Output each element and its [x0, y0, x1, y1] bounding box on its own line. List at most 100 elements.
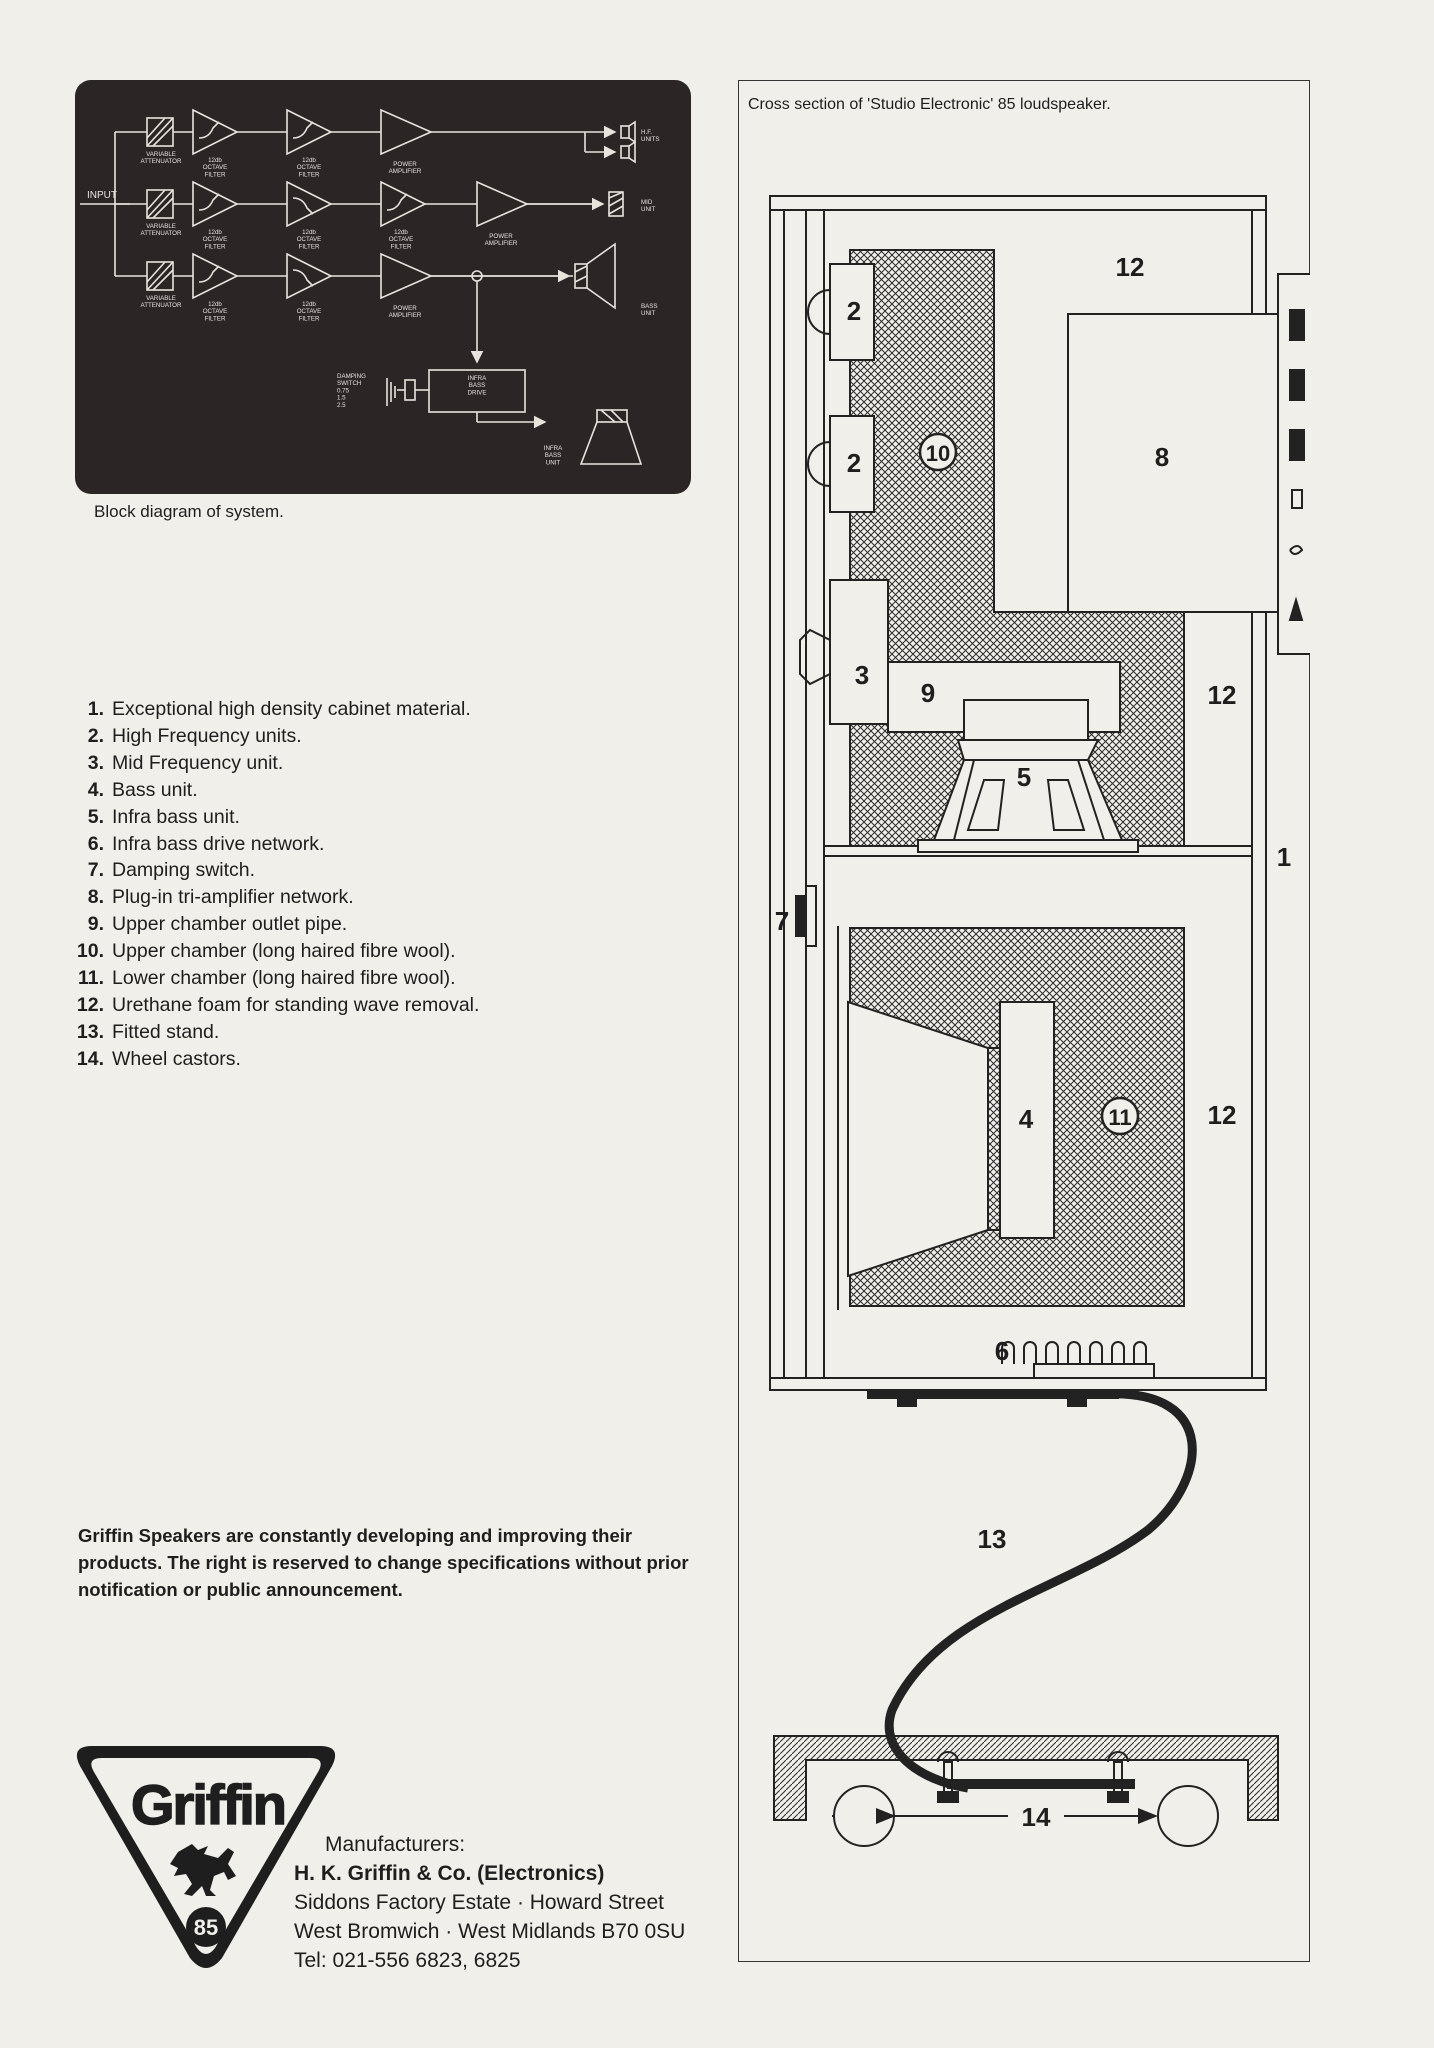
legend-item-text: Damping switch. [112, 859, 256, 882]
hf-unit-bottom [807, 415, 875, 513]
legend-item-number: 2. [87, 724, 104, 747]
manufacturer-heading: Manufacturers: [325, 1833, 466, 1856]
callout-7: 7 [775, 906, 789, 936]
hf-unit-top [807, 263, 875, 361]
cross-section-drawing: 1 2 2 3 4 5 6 7 8 9 10 11 12 12 12 13 14 [738, 80, 1317, 1962]
griffin-logo-emblem: Griffin 85 [76, 1746, 336, 1968]
legend-item-text: Bass unit. [112, 778, 198, 801]
legend-item: 10.Upper chamber (long haired fibre wool… [68, 938, 479, 965]
cross-section-frame [738, 80, 1310, 1962]
callout-3: 3 [855, 660, 869, 690]
damping-switch [795, 885, 817, 947]
callout-10: 10 [926, 441, 950, 466]
callout-12b: 12 [1208, 680, 1237, 710]
octave-filter-2a [192, 180, 239, 228]
infra-bass-drive-network [1001, 1341, 1155, 1379]
legend-item-text: Upper chamber outlet pipe. [112, 913, 348, 936]
legend-item-text: Plug-in tri-amplifier network. [112, 886, 354, 909]
legend-item: 6.Infra bass drive network. [68, 831, 479, 858]
legend-item-number: 14. [76, 1047, 104, 1070]
manufacturer-company: H. K. Griffin & Co. (Electronics) [294, 1862, 605, 1885]
hf-unit-icons [620, 120, 636, 164]
manufacturer-address-line1: Siddons Factory Estate · Howard Street [294, 1891, 664, 1914]
legend-item-number: 3. [87, 751, 104, 774]
octave-filter-3a [192, 252, 239, 300]
legend-item-text: Upper chamber (long haired fibre wool). [112, 940, 456, 963]
legend-item: 11.Lower chamber (long haired fibre wool… [68, 965, 479, 992]
legend-item: 8. Plug-in tri-amplifier network. [68, 884, 479, 911]
octave-filter-3b [286, 252, 333, 300]
legend-item: 2. High Frequency units. [68, 723, 479, 750]
castor-wheel-right [1157, 1785, 1219, 1847]
castor-base [773, 1735, 1279, 1847]
logo-brand-text: Griffin [131, 1773, 285, 1836]
legend-item: 13.Fitted stand. [68, 1019, 479, 1046]
power-amplifier-1 [380, 108, 433, 156]
specification-notice: Griffin Speakers are constantly developi… [78, 1525, 689, 1600]
callout-2a: 2 [847, 296, 861, 326]
legend-item-text: Lower chamber (long haired fibre wool). [112, 967, 456, 990]
amplifier-control-panel [1277, 273, 1317, 655]
legend-item-number: 6. [87, 832, 104, 855]
bass-unit [837, 926, 1055, 1310]
infra-bass-unit [917, 699, 1139, 853]
callout-9: 9 [921, 678, 935, 708]
callout-8: 8 [1155, 442, 1169, 472]
callout-1: 1 [1277, 842, 1291, 872]
variable-attenuator-3 [146, 261, 174, 291]
legend-item-number: 4. [87, 778, 104, 801]
manufacturer-telephone: Tel: 021-556 6823, 6825 [294, 1949, 521, 1972]
hf-units-label: H.F.UNITS [641, 129, 660, 143]
cross-section-caption: Cross section of 'Studio Electronic' 85 … [748, 96, 1111, 113]
legend-item-number: 1. [87, 698, 104, 720]
component-legend: 1. Exceptional high density cabinet mater… [68, 696, 480, 1073]
legend-item-text: Mid Frequency unit. [112, 751, 284, 774]
callout-11: 11 [1108, 1105, 1131, 1130]
callout-2b: 2 [847, 448, 861, 478]
legend-item: 9.Upper chamber outlet pipe. [68, 911, 479, 938]
manufacturer-address-line2: West Bromwich · West Midlands B70 0SU [294, 1920, 686, 1943]
callout-12a: 12 [1116, 252, 1145, 282]
octave-filter-2c [380, 180, 427, 228]
legend-item-number: 8. [87, 886, 104, 909]
dragon-emblem [170, 1844, 236, 1896]
legend-item: 7. Damping switch. [68, 857, 479, 884]
variable-attenuator-1 [146, 117, 174, 147]
input-label: INPUT [87, 190, 117, 201]
callout-5: 5 [1017, 762, 1031, 792]
callout-12c: 12 [1208, 1100, 1237, 1130]
block-diagram-caption: Block diagram of system. [94, 502, 284, 521]
power-amplifier-2 [476, 180, 529, 228]
legend-item-text: Exceptional high density cabinet materia… [112, 698, 471, 720]
legend-item-number: 5. [87, 805, 104, 828]
legend-item-number: 7. [87, 859, 104, 882]
variable-attenuator-2 [146, 189, 174, 219]
legend-item: 5.Infra bass unit. [68, 804, 479, 831]
power-amplifier-3 [380, 252, 433, 300]
castor-wheel-left [833, 1785, 895, 1847]
damping-switch-icon [386, 378, 429, 406]
octave-filter-1a [192, 108, 239, 156]
legend-item-text: Fitted stand. [112, 1020, 220, 1043]
legend-item-text: High Frequency units. [112, 724, 302, 747]
manufacturer-address: Manufacturers: H. K. Griffin & Co. (Elec… [294, 1830, 685, 1975]
infra-bass-unit-icon [579, 409, 643, 465]
octave-filter-2b [286, 180, 333, 228]
mid-unit-icon [608, 191, 624, 217]
